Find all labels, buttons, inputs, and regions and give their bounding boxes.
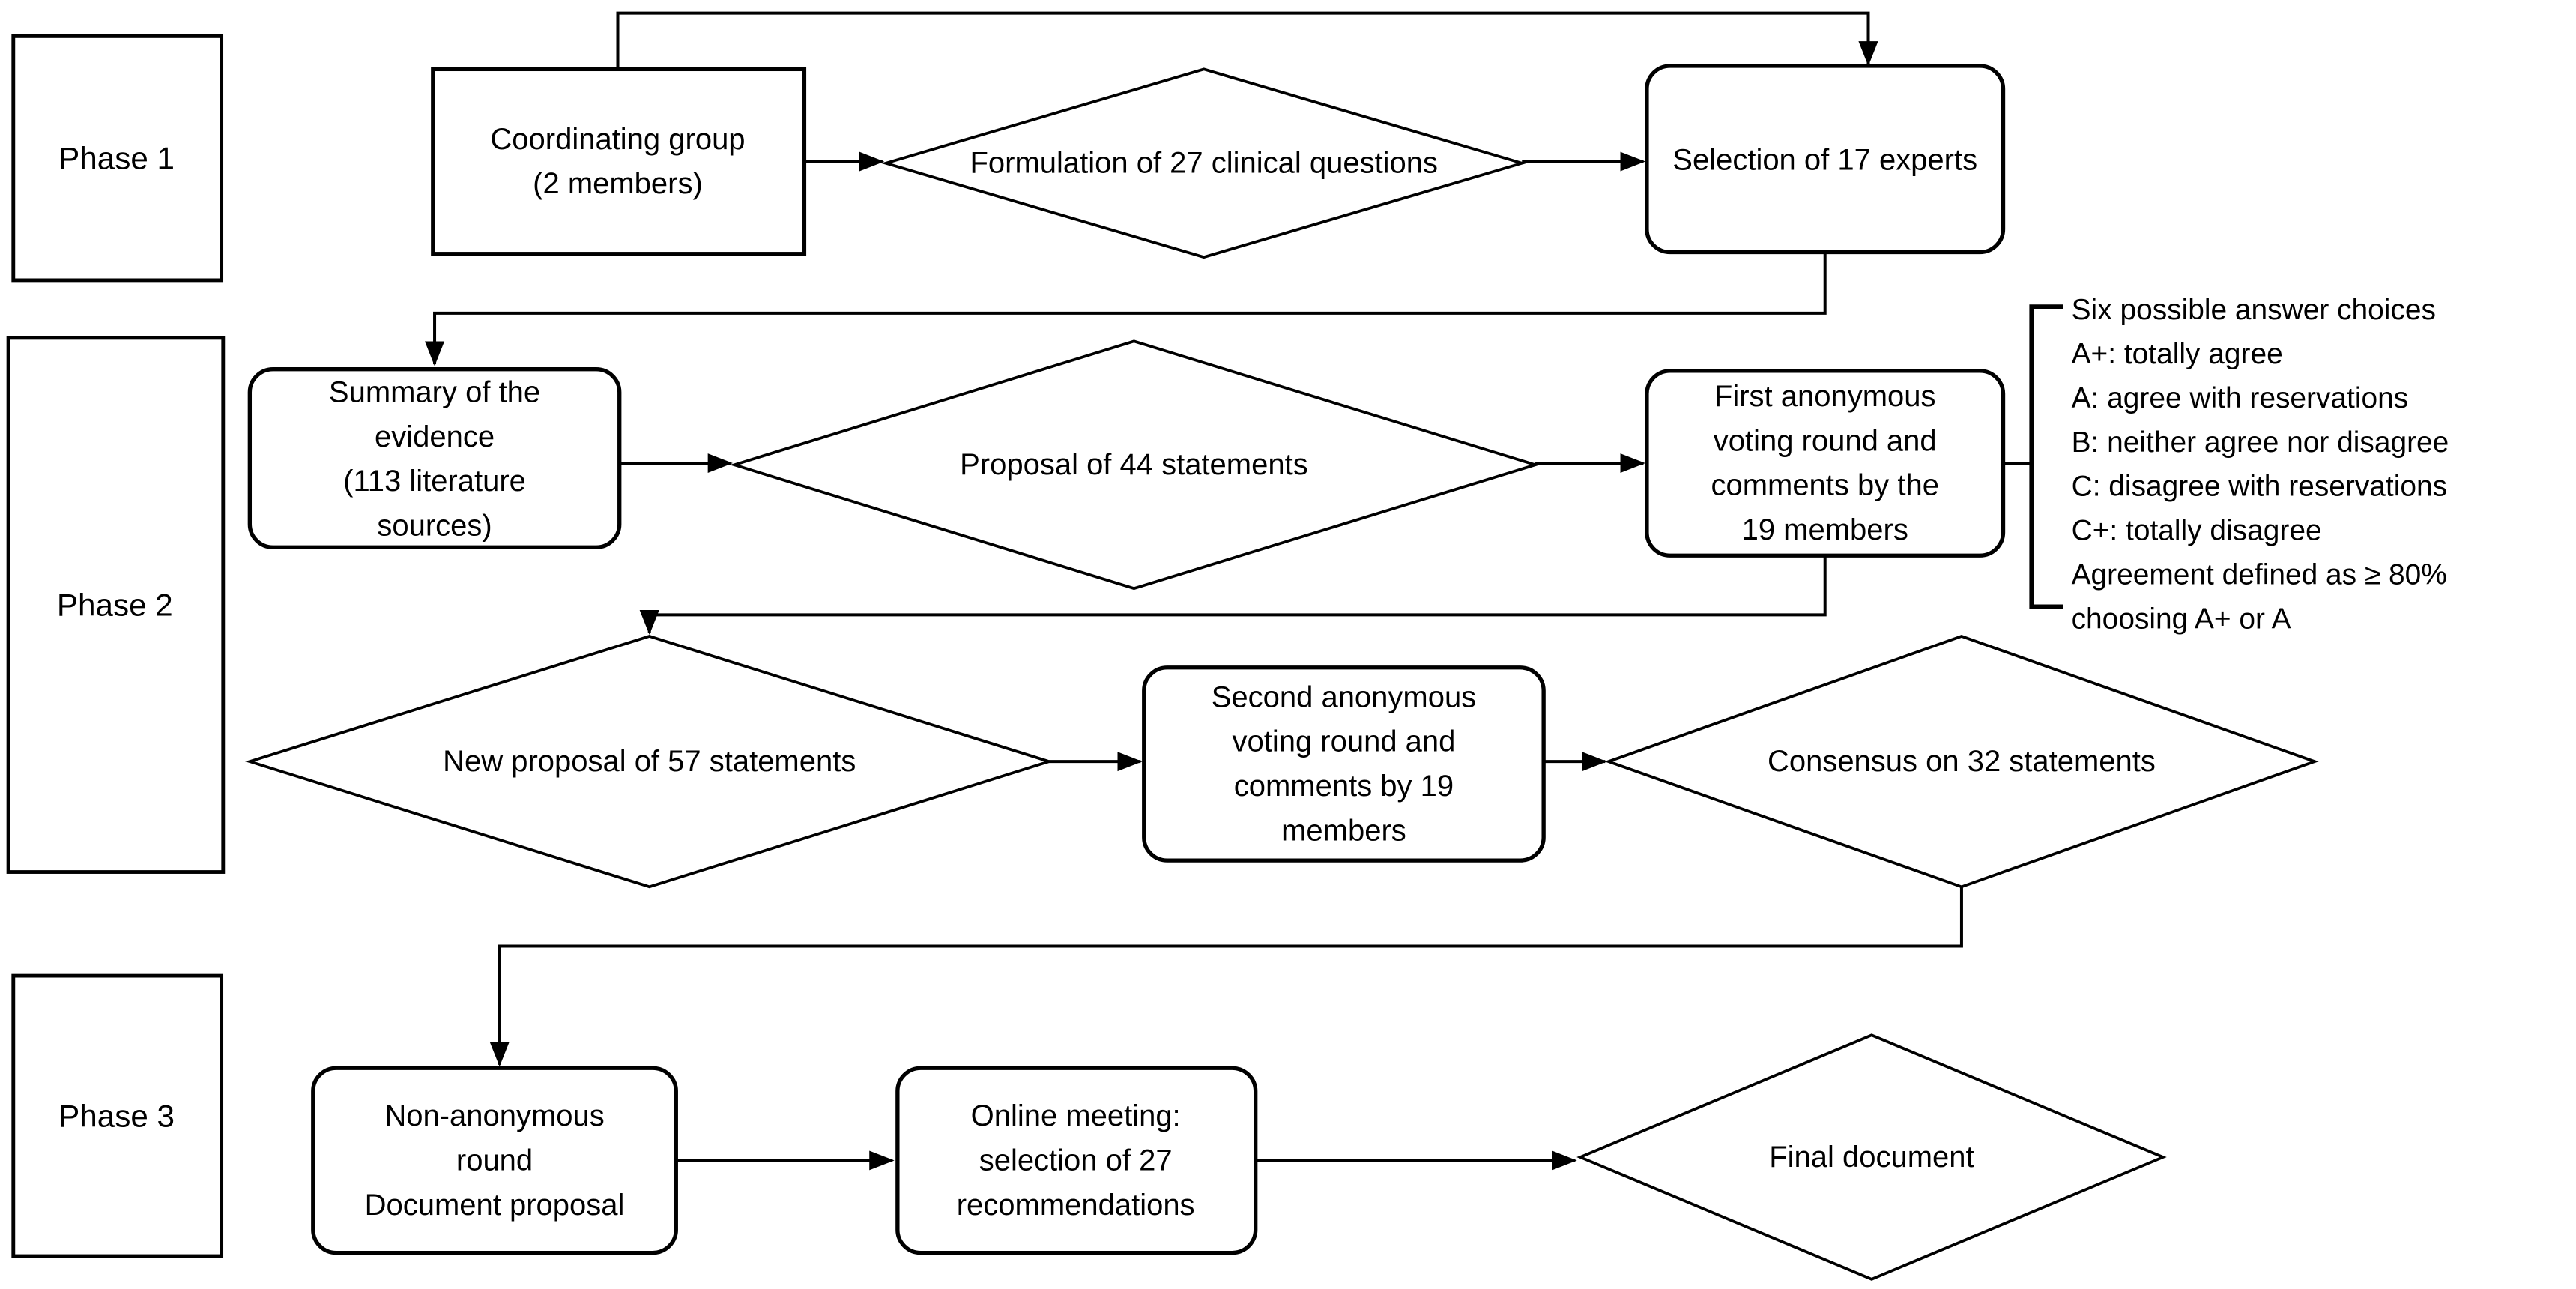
- answer-choices-line2: A+: totally agree: [2072, 338, 2283, 370]
- online-meeting-line3: recommendations: [957, 1189, 1195, 1222]
- phase3-box: [11, 973, 224, 1258]
- online-meeting-node: [895, 1066, 1258, 1255]
- connector-first-voting-to-new-proposal: [639, 555, 1827, 635]
- answer-choices-line4: B: neither agree nor disagree: [2072, 426, 2449, 459]
- consensus-node: [1604, 635, 2319, 889]
- answer-choices-line5: C: disagree with reservations: [2072, 471, 2447, 503]
- answer-choices-line8: choosing A+ or A: [2072, 603, 2291, 636]
- final-document-label: Final document: [1769, 1141, 1974, 1174]
- second-voting-line3: comments by 19: [1234, 770, 1454, 803]
- answer-choices-line6: C+: totally disagree: [2072, 515, 2322, 547]
- first-voting-line1: First anonymous: [1714, 380, 1936, 413]
- non-anonymous-line2: round: [456, 1144, 533, 1177]
- answer-choices-line7: Agreement defined as ≥ 80%: [2072, 559, 2447, 591]
- summary-evidence-line2: evidence: [375, 420, 495, 453]
- summary-evidence-node: [247, 367, 622, 549]
- phase2-label: Phase 2: [57, 588, 173, 623]
- second-voting-line4: members: [1281, 815, 1406, 848]
- first-voting-line3: comments by the: [1711, 469, 1938, 502]
- final-document-node: [1576, 1033, 2167, 1281]
- connector-coordinating-to-selection-top: [616, 11, 1878, 70]
- connector-consensus-to-non-anonymous: [489, 887, 1963, 1067]
- phase3-label: Phase 3: [58, 1099, 175, 1134]
- selection-experts-label: Selection of 17 experts: [1672, 143, 1977, 176]
- first-voting-line2: voting round and: [1714, 424, 1937, 457]
- phase1-label: Phase 1: [58, 141, 175, 176]
- first-voting-line4: 19 members: [1742, 513, 1908, 546]
- non-anonymous-round-node: [311, 1066, 678, 1255]
- answer-choices-bracket: [2029, 304, 2063, 609]
- new-proposal-label: New proposal of 57 statements: [443, 745, 856, 778]
- coordinating-group-line2: (2 members): [533, 167, 703, 200]
- proposal-statements-label: Proposal of 44 statements: [960, 448, 1308, 481]
- connector-selection-to-summary: [424, 252, 1827, 366]
- consensus-label: Consensus on 32 statements: [1768, 745, 2156, 778]
- phase2-box: [6, 336, 226, 874]
- summary-evidence-line1: Summary of the: [329, 376, 540, 409]
- second-voting-line2: voting round and: [1232, 725, 1455, 758]
- answer-choices-line1: Six possible answer choices: [2072, 294, 2436, 326]
- online-meeting-line1: Online meeting:: [971, 1099, 1181, 1132]
- non-anonymous-line1: Non-anonymous: [384, 1099, 604, 1132]
- first-voting-round-node: [1645, 369, 2006, 558]
- coordinating-group-node: [431, 67, 807, 256]
- second-voting-line1: Second anonymous: [1212, 680, 1476, 713]
- second-voting-round-node: [1142, 665, 1546, 863]
- summary-evidence-line4: sources): [377, 510, 492, 543]
- formulation-questions-node: [880, 67, 1527, 259]
- answer-choices-line3: A: agree with reservations: [2072, 382, 2409, 414]
- proposal-statements-node: [729, 339, 1541, 591]
- online-meeting-line2: selection of 27: [979, 1144, 1173, 1177]
- summary-evidence-line3: (113 literature: [343, 465, 526, 498]
- coordinating-group-line1: Coordinating group: [490, 123, 745, 156]
- selection-experts-node: [1645, 64, 2006, 255]
- new-proposal-node: [245, 635, 1054, 889]
- phase1-box: [11, 34, 224, 283]
- formulation-questions-label: Formulation of 27 clinical questions: [970, 147, 1438, 180]
- non-anonymous-line3: Document proposal: [365, 1189, 625, 1222]
